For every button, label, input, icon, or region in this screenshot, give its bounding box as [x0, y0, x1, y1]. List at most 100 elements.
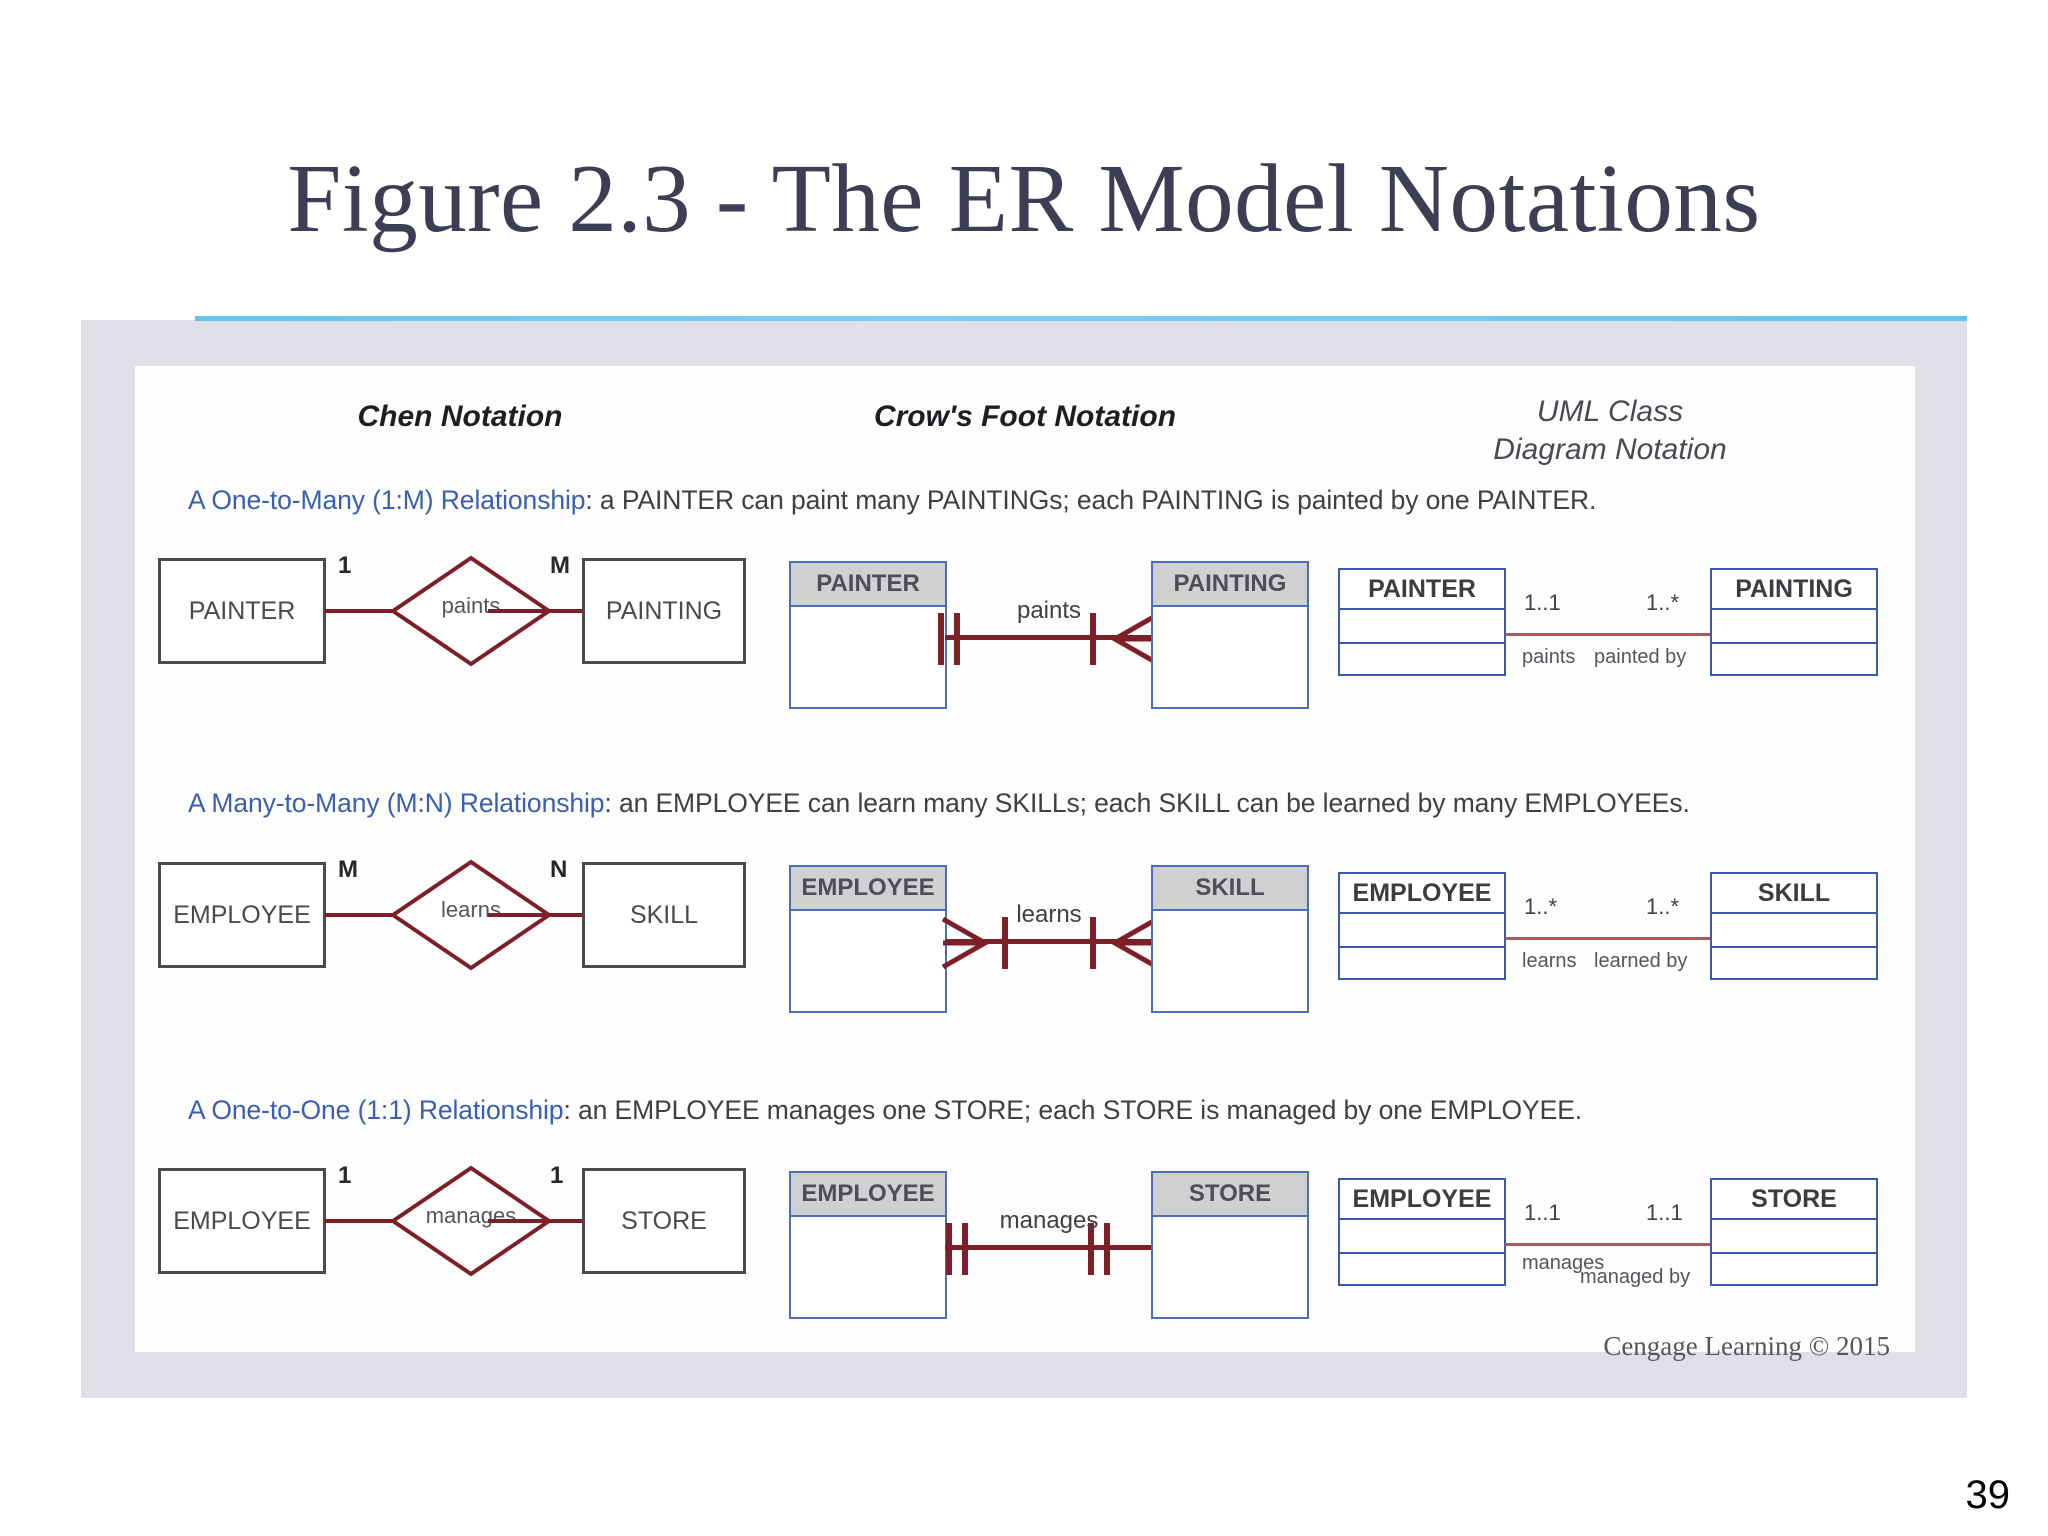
column-header-crows-foot: Crow's Foot Notation — [873, 400, 1177, 433]
uml-multiplicity-right: 1..* — [1646, 590, 1680, 615]
figure-credit: Cengage Learning © 2015 — [1603, 1331, 1890, 1361]
uml-multiplicity-right: 1..* — [1646, 894, 1680, 919]
chen-cardinality-left: 1 — [338, 552, 352, 579]
crows-foot-relationship-label: manages — [999, 1207, 1099, 1234]
crows-foot-entity-left-name: EMPLOYEE — [791, 1173, 945, 1217]
chen-connector-right — [488, 609, 584, 613]
chen-entity-right: STORE — [582, 1168, 746, 1274]
uml-diagram-row-2: EMPLOYEE 1..* 1..* learns learned by SKI… — [1338, 872, 1878, 984]
relationship-lead-3: A One-to-One (1:1) Relationship — [188, 1095, 564, 1125]
chen-relationship-label: learns — [441, 897, 501, 922]
uml-multiplicity-left: 1..1 — [1524, 590, 1561, 615]
relationship-lead-1: A One-to-Many (1:M) Relationship — [188, 485, 586, 515]
crows-foot-entity-left: EMPLOYEE — [789, 1171, 947, 1319]
crows-foot-diagram-row-3: EMPLOYEE manages STORE — [789, 1171, 1309, 1323]
crows-foot-entity-left: PAINTER — [789, 561, 947, 709]
chen-relationship-diamond: paints — [388, 553, 554, 669]
crows-foot-symbol-one-and-only-one-left — [927, 611, 971, 672]
chen-relationship-diamond: manages — [388, 1163, 554, 1279]
crows-foot-connector — [945, 939, 1153, 944]
uml-class-right-name: SKILL — [1712, 874, 1876, 914]
uml-class-left: PAINTER — [1338, 568, 1506, 676]
crows-foot-symbol-one-and-only-one-left — [935, 1221, 979, 1282]
crows-foot-symbol-one-to-many-right — [1085, 611, 1161, 672]
relationship-description-2: A Many-to-Many (M:N) Relationship: an EM… — [188, 788, 1928, 819]
crows-foot-entity-right-name: PAINTING — [1153, 563, 1307, 607]
uml-class-right-name: PAINTING — [1712, 570, 1876, 610]
chen-connector-left — [324, 1219, 416, 1223]
crows-foot-entity-right-name: STORE — [1153, 1173, 1307, 1217]
chen-connector-left — [324, 913, 416, 917]
uml-class-left-attributes — [1340, 914, 1504, 948]
chen-relationship-label: paints — [441, 593, 501, 618]
chen-diagram-row-2: EMPLOYEE M learns N SKILL — [158, 856, 758, 977]
crows-foot-symbol-one-to-many-left — [939, 915, 1015, 976]
relationship-text-2: : an EMPLOYEE can learn many SKILLs; eac… — [604, 788, 1690, 818]
uml-association-line — [1505, 937, 1711, 940]
crows-foot-connector — [945, 635, 1153, 640]
uml-role-right: painted by — [1594, 646, 1687, 668]
relationship-description-3: A One-to-One (1:1) Relationship: an EMPL… — [188, 1095, 1928, 1126]
crows-foot-diagram-row-1: PAINTER paints PAINTING — [789, 561, 1309, 713]
figure-canvas — [135, 366, 1915, 1352]
uml-class-right-attributes — [1712, 610, 1876, 644]
column-header-uml: UML Class Diagram Notation — [1430, 393, 1790, 469]
chen-cardinality-right: M — [550, 552, 570, 579]
chen-cardinality-left: 1 — [338, 1162, 352, 1189]
chen-diagram-row-3: EMPLOYEE 1 manages 1 STORE — [158, 1162, 758, 1283]
crows-foot-entity-left-name: PAINTER — [791, 563, 945, 607]
crows-foot-relationship-label: paints — [1016, 597, 1082, 624]
uml-class-left-name: EMPLOYEE — [1340, 1180, 1504, 1220]
relationship-lead-2: A Many-to-Many (M:N) Relationship — [188, 788, 605, 818]
figure-accent-bar — [195, 316, 1967, 321]
crows-foot-entity-right: PAINTING — [1151, 561, 1309, 709]
chen-entity-right: PAINTING — [582, 558, 746, 664]
crows-foot-entity-left: EMPLOYEE — [789, 865, 947, 1013]
chen-entity-left: PAINTER — [158, 558, 326, 664]
uml-diagram-row-3: EMPLOYEE 1..1 1..1 manages managed by ST… — [1338, 1178, 1878, 1290]
chen-entity-right: SKILL — [582, 862, 746, 968]
crows-foot-entity-right: SKILL — [1151, 865, 1309, 1013]
uml-role-right: managed by — [1580, 1266, 1691, 1288]
uml-role-left: manages — [1522, 1252, 1605, 1274]
uml-multiplicity-right: 1..1 — [1646, 1200, 1683, 1225]
chen-entity-left: EMPLOYEE — [158, 1168, 326, 1274]
chen-relationship-label: manages — [425, 1203, 517, 1228]
chen-connector-left — [324, 609, 416, 613]
uml-class-right: PAINTING — [1710, 568, 1878, 676]
uml-multiplicity-left: 1..1 — [1524, 1200, 1561, 1225]
uml-class-left-name: EMPLOYEE — [1340, 874, 1504, 914]
uml-multiplicity-left: 1..* — [1524, 894, 1558, 919]
chen-cardinality-right: N — [550, 856, 568, 883]
crows-foot-relationship-label: learns — [1016, 901, 1082, 928]
uml-role-right: learned by — [1594, 950, 1688, 972]
uml-class-right-attributes — [1712, 1220, 1876, 1254]
column-header-uml-line1: UML Class — [1536, 395, 1684, 428]
uml-class-left-name: PAINTER — [1340, 570, 1504, 610]
crows-foot-connector — [945, 1245, 1153, 1250]
uml-class-right-name: STORE — [1712, 1180, 1876, 1220]
page-title: Figure 2.3 - The ER Model Notations — [287, 145, 1761, 252]
crows-foot-entity-right: STORE — [1151, 1171, 1309, 1319]
chen-connector-right — [488, 1219, 584, 1223]
uml-diagram-row-1: PAINTER 1..1 1..* paints painted by PAIN… — [1338, 568, 1878, 680]
crows-foot-diagram-row-2: EMPLOYEE learns SKILL — [789, 865, 1309, 1017]
uml-association-line — [1505, 633, 1711, 636]
column-header-uml-line2: Diagram Notation — [1493, 433, 1727, 467]
uml-class-right-attributes — [1712, 914, 1876, 948]
crows-foot-symbol-one-to-many-right — [1085, 915, 1161, 976]
chen-cardinality-left: M — [338, 856, 358, 883]
relationship-text-3: : an EMPLOYEE manages one STORE; each ST… — [563, 1095, 1583, 1125]
chen-cardinality-right: 1 — [550, 1162, 564, 1189]
uml-class-right: STORE — [1710, 1178, 1878, 1286]
uml-role-left: paints — [1522, 646, 1576, 668]
chen-connector-right — [488, 913, 584, 917]
uml-class-left-attributes — [1340, 1220, 1504, 1254]
uml-class-right: SKILL — [1710, 872, 1878, 980]
crows-foot-entity-left-name: EMPLOYEE — [791, 867, 945, 911]
chen-relationship-diamond: learns — [388, 857, 554, 973]
column-header-chen: Chen Notation — [357, 400, 563, 433]
relationship-text-1: : a PAINTER can paint many PAINTINGs; ea… — [585, 485, 1597, 515]
page-number: 39 — [1965, 1473, 2011, 1517]
relationship-description-1: A One-to-Many (1:M) Relationship: a PAIN… — [188, 485, 1928, 516]
